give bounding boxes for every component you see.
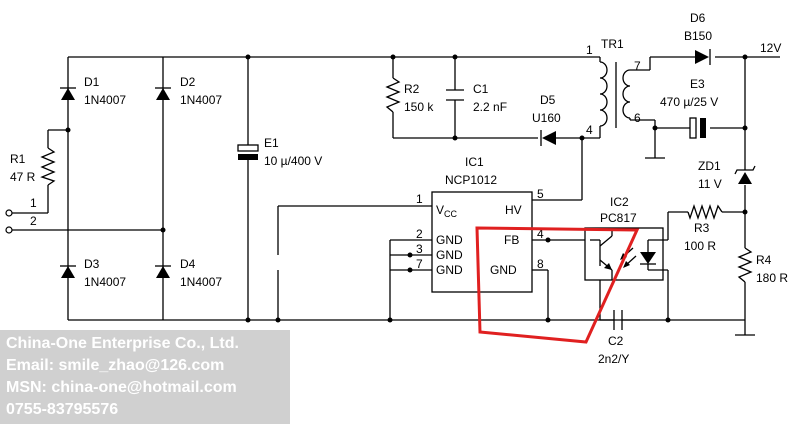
- svg-text:7: 7: [416, 257, 423, 271]
- watermark: China-One Enterprise Co., Ltd. Email: sm…: [0, 330, 290, 424]
- zener-zd1: ZD1 11 V: [698, 159, 756, 191]
- resistor-r2: R2 150 k: [385, 77, 434, 114]
- resistor-r3: R3 100 R: [684, 203, 723, 253]
- watermark-msn: MSN: china-one@hotmail.com: [6, 379, 237, 396]
- svg-text:GND: GND: [436, 233, 463, 247]
- svg-text:1N4007: 1N4007: [84, 275, 126, 289]
- svg-text:PC817: PC817: [600, 211, 637, 225]
- svg-text:1: 1: [586, 43, 593, 57]
- svg-text:GND: GND: [490, 263, 517, 277]
- diode-d6: D6 B150: [684, 11, 712, 65]
- svg-text:7: 7: [634, 59, 641, 73]
- svg-text:B150: B150: [684, 29, 712, 43]
- diode-d4: D4 1N4007: [155, 257, 222, 289]
- resistor-r4: R4 180 R: [737, 247, 788, 285]
- svg-text:10 µ/400 V: 10 µ/400 V: [264, 154, 322, 168]
- watermark-company: China-One Enterprise Co., Ltd.: [6, 335, 239, 352]
- svg-text:GND: GND: [436, 248, 463, 262]
- svg-text:HV: HV: [505, 203, 522, 217]
- red-highlight-outline: [475, 226, 640, 344]
- svg-text:150 k: 150 k: [404, 100, 434, 114]
- input-terminals: 1 2: [5, 196, 37, 234]
- svg-text:R3: R3: [694, 221, 710, 235]
- svg-text:1N4007: 1N4007: [180, 93, 222, 107]
- ic2-optocoupler: IC2 PC817: [584, 195, 668, 281]
- svg-text:100 R: 100 R: [684, 239, 716, 253]
- svg-text:R1: R1: [10, 152, 26, 166]
- capacitor-e3: E3 470 µ/25 V: [660, 77, 718, 139]
- capacitor-e1: E1 10 µ/400 V: [237, 136, 322, 168]
- diode-d5: D5 U160: [532, 93, 561, 146]
- svg-text:1N4007: 1N4007: [84, 93, 126, 107]
- diode-d3: D3 1N4007: [60, 257, 126, 289]
- svg-text:D5: D5: [540, 93, 556, 107]
- svg-text:4: 4: [586, 123, 593, 137]
- svg-text:1: 1: [416, 192, 423, 206]
- svg-text:1N4007: 1N4007: [180, 275, 222, 289]
- svg-text:VCC: VCC: [436, 203, 458, 219]
- svg-text:E3: E3: [690, 77, 705, 91]
- svg-text:4: 4: [537, 227, 544, 241]
- svg-text:E1: E1: [264, 136, 279, 150]
- input-pin-2-label: 2: [30, 214, 37, 228]
- svg-text:5: 5: [537, 187, 544, 201]
- svg-text:D4: D4: [180, 257, 196, 271]
- ic1: IC1 NCP1012 1 2 3 7 5 4 8 VCC HV GND GND…: [416, 155, 544, 293]
- svg-text:D2: D2: [180, 75, 196, 89]
- svg-text:ZD1: ZD1: [698, 159, 721, 173]
- svg-text:11 V: 11 V: [698, 177, 722, 191]
- svg-text:U160: U160: [532, 111, 561, 125]
- svg-text:2n2/Y: 2n2/Y: [598, 352, 629, 366]
- watermark-email: Email: smile_zhao@126.com: [6, 357, 225, 374]
- svg-text:180 R: 180 R: [756, 271, 788, 285]
- svg-text:R4: R4: [756, 253, 772, 267]
- svg-text:2: 2: [416, 227, 423, 241]
- input-pin-1-label: 1: [30, 196, 37, 210]
- svg-text:TR1: TR1: [601, 37, 624, 51]
- resistor-r1: R1 47 R: [10, 147, 56, 186]
- diode-d2: D2 1N4007: [155, 75, 222, 107]
- svg-text:470 µ/25 V: 470 µ/25 V: [660, 95, 718, 109]
- svg-text:FB: FB: [504, 233, 519, 247]
- svg-text:NCP1012: NCP1012: [445, 173, 497, 187]
- capacitor-c2: C2 2n2/Y: [598, 310, 640, 366]
- svg-text:3: 3: [416, 242, 423, 256]
- svg-text:D3: D3: [84, 257, 100, 271]
- svg-text:6: 6: [634, 111, 641, 125]
- svg-text:GND: GND: [436, 263, 463, 277]
- wires: [12, 56, 780, 336]
- svg-text:C1: C1: [473, 82, 489, 96]
- svg-text:2.2 nF: 2.2 nF: [473, 100, 507, 114]
- svg-text:D6: D6: [690, 11, 706, 25]
- svg-text:C2: C2: [608, 334, 624, 348]
- watermark-phone: 0755-83795576: [6, 401, 119, 418]
- svg-text:R2: R2: [404, 82, 420, 96]
- capacitor-c1: C1 2.2 nF: [446, 82, 507, 114]
- transformer-tr1: TR1 1 4 7 6: [586, 37, 641, 137]
- diode-d1: D1 1N4007: [60, 75, 126, 107]
- junction-dots: [65, 54, 748, 323]
- svg-text:8: 8: [537, 257, 544, 271]
- svg-text:47 R: 47 R: [10, 170, 36, 184]
- svg-text:IC2: IC2: [610, 195, 629, 209]
- svg-text:IC1: IC1: [465, 155, 484, 169]
- output-12v-label: 12V: [760, 41, 781, 55]
- svg-text:D1: D1: [84, 75, 100, 89]
